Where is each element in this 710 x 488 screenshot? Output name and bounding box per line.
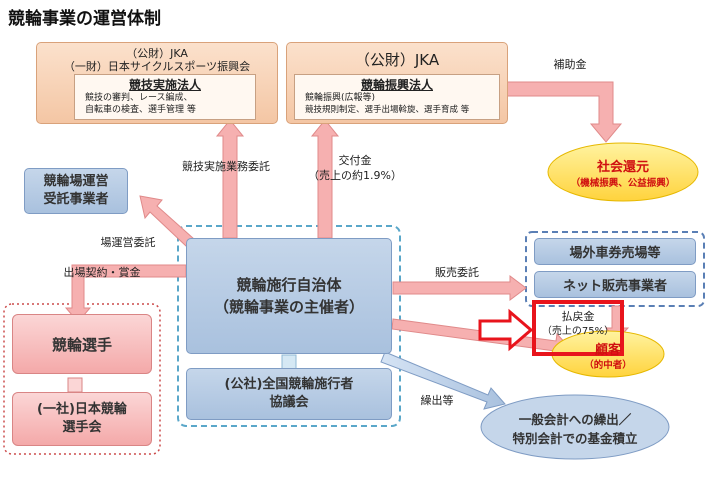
venue-operator-line1: 競輪場運営	[43, 174, 109, 189]
label-grant: 交付金	[338, 154, 372, 167]
jka-race-inner: 競技実施法人 競技の審判、レース編成、 自転車の検査、選手管理 等	[74, 74, 256, 120]
general-line1: 一般会計への繰出／	[518, 412, 632, 427]
label-grant-rate: （売上の約1.9%）	[308, 169, 402, 182]
organizer-line2: （競輪事業の主催者）	[213, 298, 364, 316]
label-venue-commission: 場運営委託	[100, 236, 156, 249]
council-line2: 協議会	[269, 395, 309, 410]
organizer-box: 競輪施行自治体 （競輪事業の主催者）	[186, 238, 392, 354]
venue-operator-line2: 受託事業者	[43, 192, 109, 207]
label-contract: 出場契約・賞金	[63, 266, 141, 279]
label-sales-commission: 販売委託	[435, 266, 479, 279]
social-title: 社会還元	[596, 160, 649, 175]
label-payout: 払戻金	[561, 310, 595, 323]
jka-race-corp: 競技実施法人	[128, 78, 201, 92]
customer-subtitle: （的中者）	[584, 360, 632, 371]
riders-link	[67, 377, 83, 393]
jka-promotion-corp: 競輪振興法人	[360, 78, 433, 92]
arrow-transfer	[380, 351, 506, 410]
arrow-grant	[310, 119, 340, 239]
offtrack-shop-box: 場外車券売場等	[534, 238, 696, 265]
social-subtitle: （機械振興、公益振興）	[570, 178, 676, 189]
customer-title: 顧客	[594, 343, 621, 358]
jka-promotion-box: （公財）JKA 競輪振興法人 競輪振興(広報等) 競技規則制定、選手出場斡旋、選…	[286, 42, 508, 124]
offtrack-shop-label: 場外車券売場等	[569, 246, 661, 261]
riders-union-line1: (一社)日本競輪	[37, 402, 127, 417]
riders-union-line2: 選手会	[62, 420, 102, 435]
page-title: 競輪事業の運営体制	[8, 9, 161, 29]
payout-highlight-frame	[532, 300, 624, 356]
highlight-arrow	[478, 308, 534, 352]
net-sales-label: ネット販売事業者	[562, 279, 667, 294]
general-line2: 特別会計での基金積立	[512, 431, 638, 446]
jka-race-desc2: 自転車の検査、選手管理 等	[85, 105, 196, 115]
offtrack-group-frame	[525, 231, 705, 307]
label-payout-rate: （売上の75%）	[541, 326, 615, 337]
jka-promotion-desc2: 競技規則制定、選手出場斡旋、選手育成 等	[305, 105, 470, 115]
jka-race-line1: （公財）JKA	[126, 47, 188, 60]
arrow-race-commission	[215, 119, 245, 239]
jka-promotion-desc1: 競輪振興(広報等)	[305, 93, 376, 103]
jka-promotion-line1: （公財）JKA	[354, 51, 440, 69]
jka-race-desc1: 競技の審判、レース編成、	[85, 93, 193, 103]
label-subsidy: 補助金	[553, 58, 587, 71]
social-ellipse	[547, 142, 699, 202]
riders-label: 競輪選手	[51, 335, 112, 354]
jka-promotion-inner: 競輪振興法人 競輪振興(広報等) 競技規則制定、選手出場斡旋、選手育成 等	[294, 74, 500, 120]
label-transfer: 繰出等	[420, 394, 454, 407]
organizer-council-link	[281, 354, 297, 370]
general-ellipse	[480, 394, 670, 460]
arrow-subsidy	[505, 81, 623, 143]
council-line1: (公社)全国競輪施行者	[224, 377, 354, 392]
riders-union-box: (一社)日本競輪 選手会	[12, 392, 152, 446]
council-box: (公社)全国競輪施行者 協議会	[186, 368, 392, 420]
arrow-sales-commission	[392, 275, 527, 301]
arrow-venue-commission	[139, 195, 195, 247]
organizer-line1: 競輪施行自治体	[236, 276, 342, 294]
jka-race-line2: （一財）日本サイクルスポーツ振興会	[63, 60, 251, 73]
net-sales-box: ネット販売事業者	[534, 271, 696, 298]
label-race-commission: 競技実施業務委託	[182, 160, 270, 173]
riders-box: 競輪選手	[12, 314, 152, 374]
venue-operator-box: 競輪場運営 受託事業者	[24, 168, 128, 214]
jka-race-box: （公財）JKA （一財）日本サイクルスポーツ振興会 競技実施法人 競技の審判、レ…	[36, 42, 278, 124]
